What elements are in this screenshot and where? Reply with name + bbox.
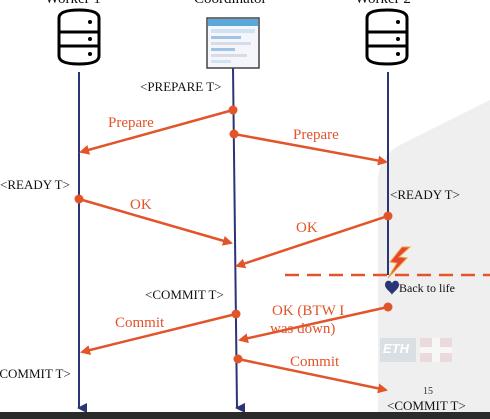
ok-btw-arrow — [238, 305, 389, 344]
ok-worker2-arrow — [235, 214, 389, 269]
commit-to-worker2-arrow — [237, 357, 388, 394]
commit-log-label-coordinator: <COMMIT T> — [145, 287, 224, 302]
ready-log-label-worker1: <READY T> — [0, 177, 70, 192]
database-icon — [365, 8, 409, 66]
message-arrows — [78, 108, 389, 394]
lightning-icon — [387, 246, 412, 279]
ok-worker1-arrow — [78, 197, 233, 246]
screenshot-thumbnail-icon — [206, 17, 260, 69]
commit-message-label-1: Commit — [115, 315, 165, 331]
eth-logo-text: ETH — [383, 341, 409, 356]
prepare-log-label: <PREPARE T> — [140, 79, 222, 94]
heart-icon — [385, 280, 399, 295]
prepare-to-worker2-arrow — [233, 132, 388, 166]
worker2-title: Worker 2 — [355, 0, 411, 8]
event-dots — [74, 105, 393, 364]
database-icon — [57, 8, 101, 66]
ok-btw-message-label-2: was down) — [270, 321, 336, 337]
ok-message-label-1: OK — [130, 197, 152, 213]
bottom-border — [0, 412, 490, 419]
worker1-title: Worker 1 — [45, 0, 101, 8]
commit-message-label-2: Commit — [290, 354, 340, 370]
commit-log-label-worker2: <COMMIT T> — [387, 398, 466, 413]
ok-btw-message-label-1: OK (BTW I — [272, 303, 345, 319]
prepare-message-label-2: Prepare — [293, 127, 339, 143]
prepare-to-worker1-arrow — [79, 108, 234, 155]
commit-to-worker1-arrow — [80, 312, 237, 355]
back-to-life-label: Back to life — [399, 281, 455, 295]
prepare-message-label-1: Prepare — [108, 115, 154, 131]
coordinator-title: Coordinator — [194, 0, 267, 8]
coordinator-lifeline — [232, 67, 246, 413]
commit-log-label-worker1: <COMMIT T> — [0, 366, 71, 381]
slide-number: 15 — [423, 386, 433, 397]
eth-logo — [380, 338, 452, 362]
ready-log-label-worker2: <READY T> — [390, 187, 460, 202]
ok-message-label-2: OK — [296, 220, 318, 236]
